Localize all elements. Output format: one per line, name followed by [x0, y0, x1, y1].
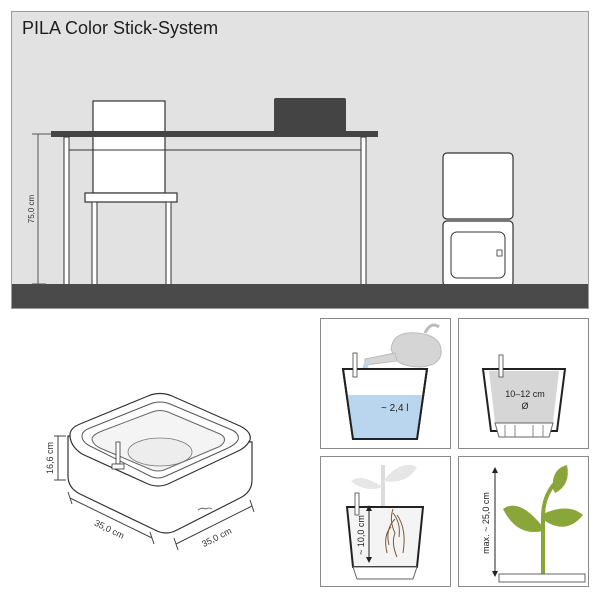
- room-scene: PILA Color Stick-System 75,0 cm: [11, 11, 589, 309]
- chair-seat: [84, 192, 178, 203]
- floor: [12, 284, 588, 308]
- plant-height-label: max. ~ 25,0 cm: [481, 492, 491, 554]
- inner-diameter-label: 10–12 cm: [505, 389, 545, 399]
- laptop: [274, 98, 346, 133]
- product-drawing: 16,6 cm 35,0 cm 35,0 cm: [45, 392, 255, 551]
- inner-pot-panel: 10–12 cm Ø: [458, 318, 589, 449]
- table-top: [51, 131, 378, 137]
- plant-height-panel: max. ~ 25,0 cm: [458, 456, 589, 587]
- plant-icon: [503, 465, 583, 575]
- table-height-label: 75,0 cm: [27, 194, 36, 223]
- chair-back: [92, 100, 166, 194]
- room-illustration: 75,0 cm: [27, 98, 514, 288]
- product-height-label: 16,6 cm: [45, 442, 55, 474]
- roots-panel: ~ 10,0 cm: [320, 456, 451, 587]
- page-title: PILA Color Stick-System: [22, 18, 219, 38]
- water-volume-label: ~ 2,4 l: [381, 403, 409, 414]
- product-width-label: 35,0 cm: [93, 518, 126, 541]
- plant-illustration: max. ~ 25,0 cm: [481, 465, 586, 583]
- inner-pot-illustration: 10–12 cm Ø: [481, 354, 567, 438]
- substrate-fill: [489, 371, 559, 423]
- water-fill: [346, 395, 424, 439]
- roots-icon: [385, 508, 405, 558]
- watering-illustration: ~ 2,4 l: [341, 323, 442, 440]
- roots-illustration: ~ 10,0 cm: [345, 464, 425, 580]
- watering-can-icon: [364, 323, 442, 368]
- watering-panel: ~ 2,4 l: [320, 318, 451, 449]
- lechuza-logo: [197, 507, 213, 511]
- tall-planter: [442, 152, 514, 220]
- diameter-symbol: Ø: [521, 401, 528, 411]
- root-depth-label: ~ 10,0 cm: [356, 515, 366, 555]
